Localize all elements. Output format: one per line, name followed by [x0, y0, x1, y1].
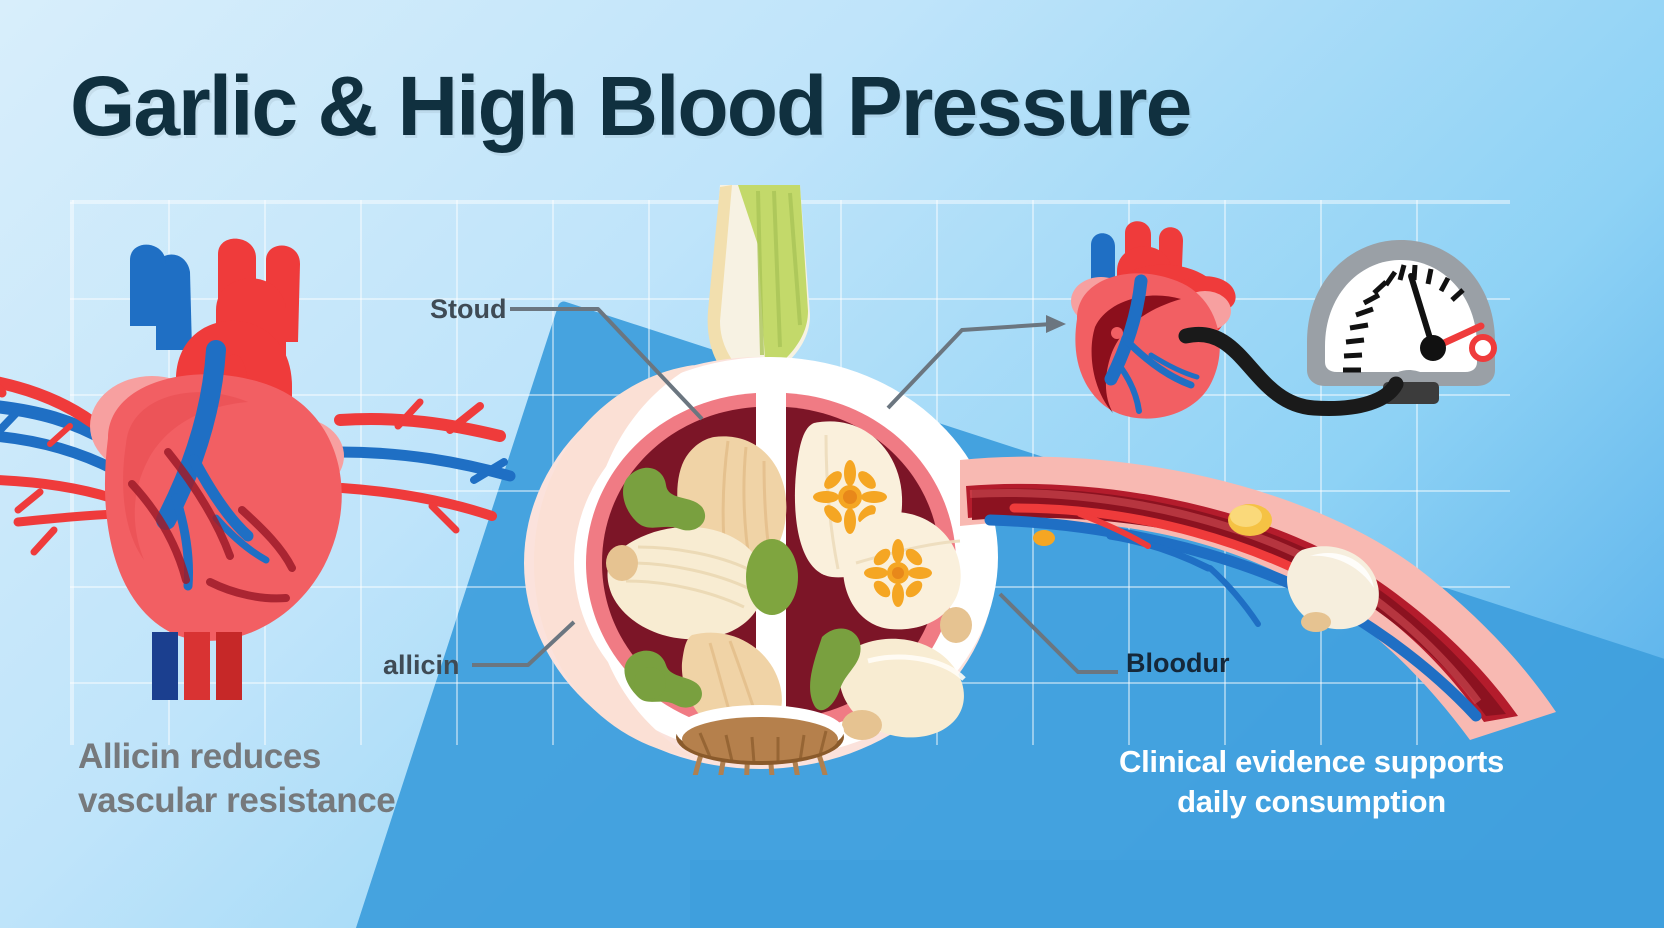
caption-right-line2: daily consumption: [1177, 784, 1446, 820]
caption-left-line1: Allicin reduces: [78, 737, 321, 776]
blood-pressure-gauge-illustration: [1285, 230, 1515, 420]
heart-small-illustration: [1055, 215, 1285, 435]
caption-right: Clinical evidence supports daily consump…: [1119, 742, 1504, 823]
blood-vessel-illustration: [960, 450, 1560, 740]
caption-left-line2: vascular resistance: [78, 780, 396, 820]
caption-right-line1: Clinical evidence supports: [1119, 744, 1504, 779]
caption-left: Allicin reduces vascular resistance: [78, 735, 396, 823]
heart-large-illustration: [0, 230, 540, 720]
page-title: Garlic & High Blood Pressure: [70, 59, 1192, 153]
background-wedge-base: [690, 860, 1664, 928]
callout-label-bloodur: Bloodur: [1126, 648, 1230, 678]
callout-label-allicin: allicin: [383, 650, 460, 680]
callout-label-stoud: Stoud: [430, 294, 507, 324]
